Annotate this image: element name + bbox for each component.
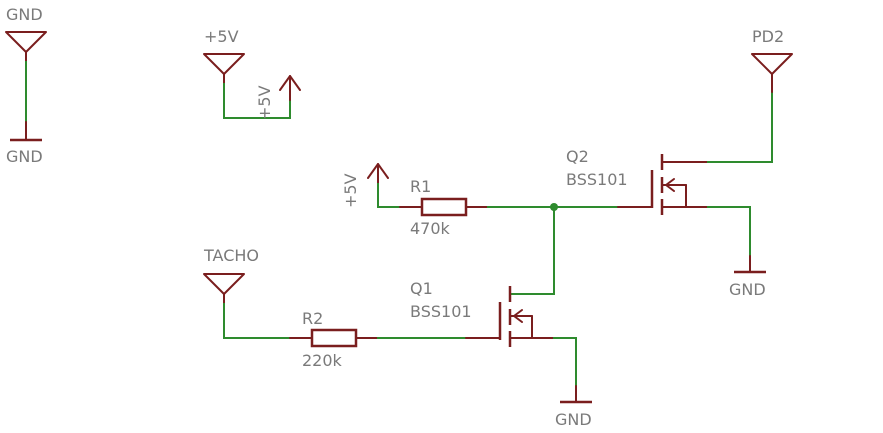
mosfet-q1: Q1 BSS101 (410, 279, 555, 347)
resistor-body-icon (310, 328, 358, 348)
q2-source-wire (707, 206, 751, 257)
r2-value: 220k (302, 351, 343, 370)
gnd-symbol-top-left: GND (6, 121, 43, 166)
gnd-q2-label: GND (729, 280, 766, 299)
vcc-rotated-label: +5V (255, 85, 274, 120)
gnd-symbol-q2: GND (729, 255, 766, 299)
resistor-r2: R2 220k (289, 309, 379, 370)
channel-arrow-icon (665, 178, 675, 192)
vcc-label: +5V (204, 27, 239, 46)
q1-source-wire (553, 337, 577, 387)
gnd-symbol-q1: GND (555, 385, 592, 429)
q1-name: Q1 (410, 279, 433, 298)
supply-arrow-icon (367, 163, 389, 179)
port-triangle-icon (203, 53, 245, 75)
gnd-top-label: GND (6, 5, 43, 24)
pd2-port: PD2 (751, 27, 793, 93)
resistor-r1: R1 470k (399, 177, 489, 238)
gnd-port-top-left: GND (5, 5, 47, 63)
r1-name: R1 (410, 177, 431, 196)
q2-name: Q2 (566, 147, 589, 166)
port-triangle-icon (203, 273, 245, 295)
mosfet-q2: Q2 BSS101 (566, 147, 709, 215)
tacho-wire (223, 303, 291, 339)
pd2-label: PD2 (752, 27, 784, 46)
gnd-q1-label: GND (555, 410, 592, 429)
vcc-port: +5V (203, 27, 245, 85)
q1-value: BSS101 (410, 302, 472, 321)
gnd-top-bottom-label: GND (6, 147, 43, 166)
r1-value: 470k (410, 219, 451, 238)
tacho-port: TACHO (203, 246, 259, 305)
q2-value: BSS101 (566, 170, 628, 189)
tacho-label: TACHO (203, 246, 259, 265)
port-triangle-icon (751, 53, 793, 75)
vcc-r1-label: +5V (341, 173, 360, 208)
node-to-q1-drain-wire (509, 206, 555, 295)
q2-drain-wire (707, 91, 773, 163)
port-triangle-icon (5, 31, 47, 53)
vcc-supply-symbol: +5V (255, 75, 301, 120)
r1-input-wire (377, 183, 401, 208)
vcc-wire (223, 83, 291, 119)
channel-arrow-icon (513, 309, 523, 323)
resistor-body-icon (420, 197, 468, 217)
r2-name: R2 (302, 309, 323, 328)
vcc-supply-r1: +5V (341, 163, 389, 208)
supply-arrow-icon (279, 75, 301, 91)
